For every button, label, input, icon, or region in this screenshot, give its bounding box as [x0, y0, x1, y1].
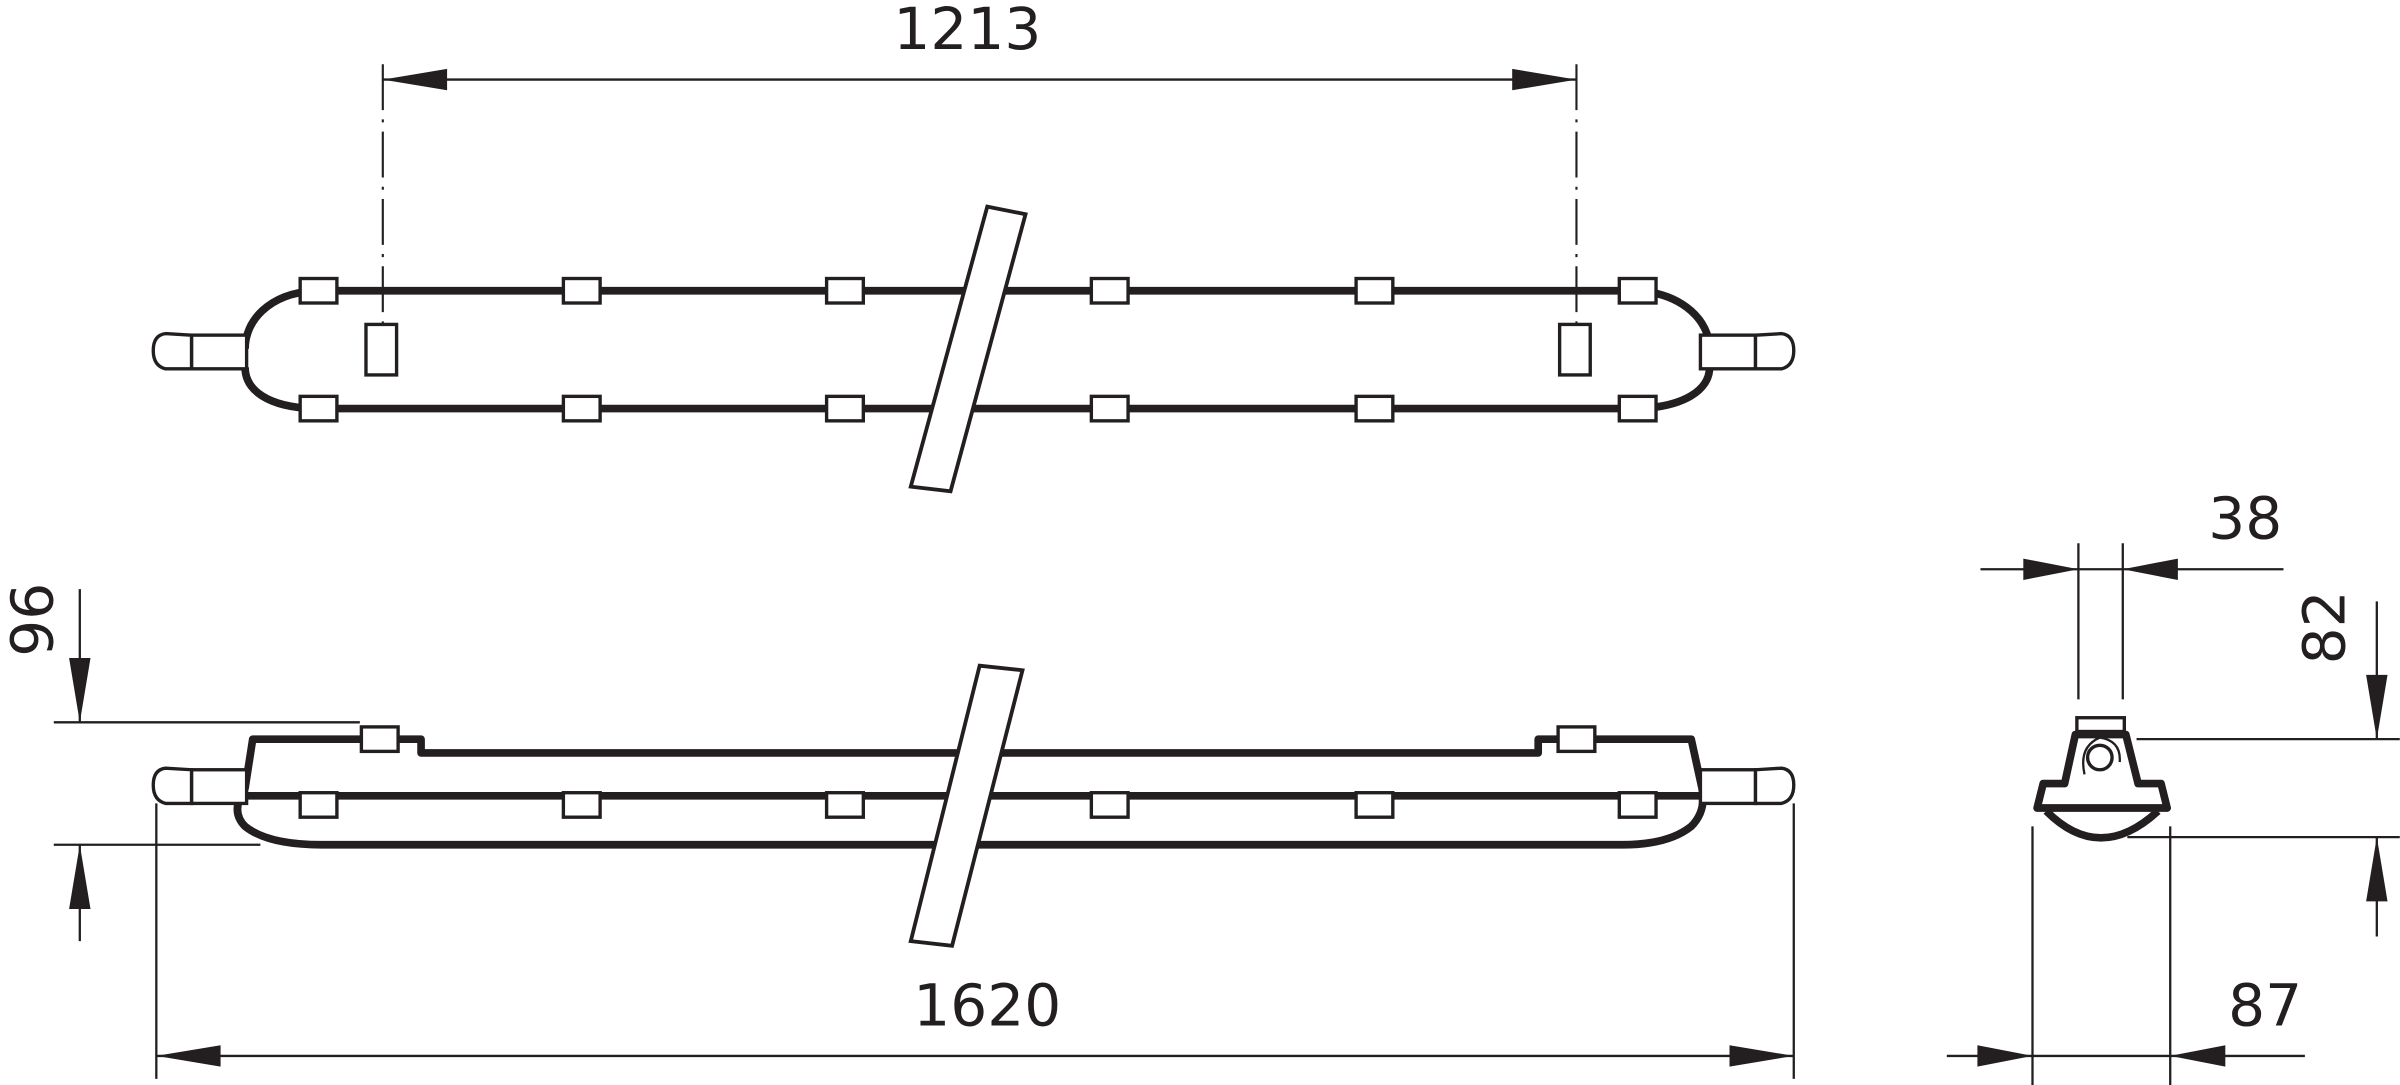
arrow-left — [2122, 558, 2178, 580]
gland-cap-left — [151, 331, 194, 371]
cable-gland-left — [189, 333, 249, 371]
arrow-right — [1729, 1045, 1794, 1067]
arrow-right — [1977, 1045, 2033, 1067]
dimension-87-label: 87 — [2228, 971, 2302, 1039]
side-view: 96 1620 — [0, 583, 1796, 1079]
break-symbol-top — [908, 204, 1028, 494]
dimension-1620-label: 1620 — [913, 971, 1061, 1039]
arrow-right — [2023, 558, 2079, 580]
gland-cap-side-left — [151, 766, 194, 806]
end-view: 38 82 87 — [1946, 485, 2400, 1085]
cable-gland-right — [1698, 333, 1758, 371]
arrow-left — [382, 68, 448, 91]
dimension-1213-label: 1213 — [893, 0, 1041, 63]
mounting-bracket-left — [364, 322, 399, 377]
mounting-bracket-right — [1557, 322, 1592, 377]
arrow-down — [2366, 674, 2388, 740]
arrow-left — [2170, 1045, 2226, 1067]
arrow-up — [69, 844, 91, 910]
clips-side — [298, 725, 1658, 819]
luminaire-cross-section — [2033, 716, 2171, 842]
clips-top — [298, 276, 1658, 423]
top-view: 1213 — [151, 0, 1796, 494]
dimension-38-label: 38 — [2208, 485, 2282, 553]
gland-cap-right — [1753, 331, 1796, 371]
arrow-down — [69, 658, 91, 723]
arrow-left — [156, 1045, 221, 1067]
arrow-up — [2366, 837, 2388, 902]
arrow-right — [1512, 68, 1577, 91]
dimension-96-label: 96 — [0, 583, 66, 657]
gland-side-left — [189, 768, 249, 806]
gland-side-right — [1698, 768, 1758, 806]
dimension-82-label: 82 — [2291, 590, 2359, 664]
break-symbol-side — [908, 663, 1025, 948]
gland-cap-side-right — [1753, 766, 1796, 806]
